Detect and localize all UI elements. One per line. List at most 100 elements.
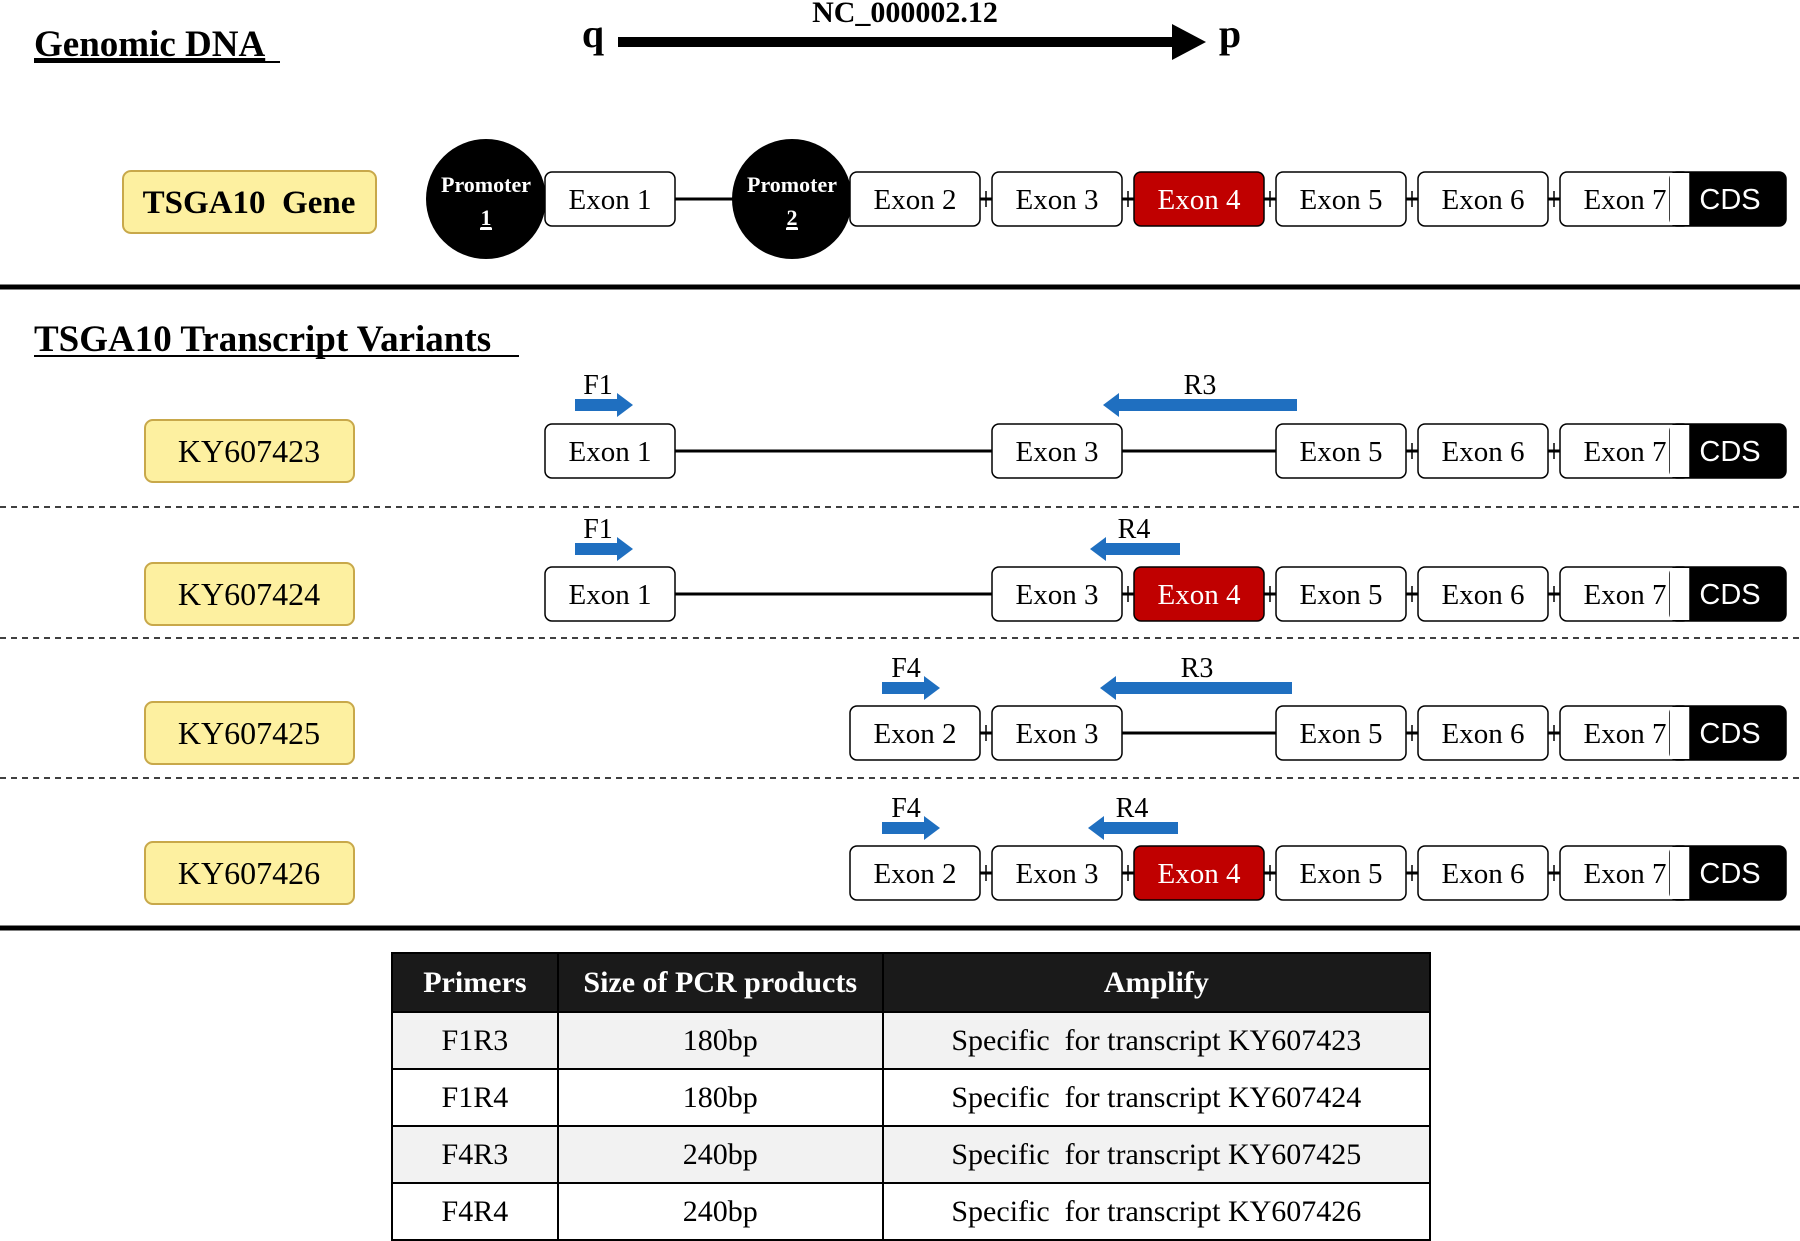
reverse-primer-arrow bbox=[1103, 393, 1297, 417]
exon-5-label: Exon 5 bbox=[1300, 858, 1383, 890]
variant-label-box bbox=[144, 701, 355, 765]
exon-5-label: Exon 5 bbox=[1300, 579, 1383, 611]
cds-joint bbox=[1670, 707, 1690, 759]
exon-4-label: Exon 4 bbox=[1158, 858, 1241, 890]
exon-7-label: Exon 7 bbox=[1584, 436, 1667, 468]
promoter-1-label: Promoter bbox=[441, 172, 531, 197]
exon-2-box bbox=[849, 845, 981, 901]
exon-3-label: Exon 3 bbox=[1016, 718, 1099, 750]
cell-amplify: Specific for transcript KY607424 bbox=[881, 1068, 1432, 1127]
cds-joint bbox=[1670, 425, 1690, 477]
forward-primer-arrow bbox=[882, 816, 940, 840]
forward-primer-label: F4 bbox=[891, 793, 921, 824]
header-primers: Primers bbox=[391, 952, 559, 1013]
header-size: Size of PCR products bbox=[556, 952, 884, 1013]
forward-primer-label: F1 bbox=[583, 514, 613, 545]
cell-size: 180bp bbox=[556, 1068, 884, 1127]
forward-primer-label: F1 bbox=[583, 370, 613, 401]
exon-6-label: Exon 6 bbox=[1442, 436, 1525, 468]
exon-6-label: Exon 6 bbox=[1442, 184, 1525, 216]
reverse-primer-arrow bbox=[1100, 676, 1292, 700]
cds-joint bbox=[1670, 568, 1690, 620]
strand-arrow-head bbox=[1172, 24, 1206, 60]
cds-joint bbox=[1670, 173, 1690, 225]
cell-size: 240bp bbox=[556, 1182, 884, 1241]
forward-primer-arrow bbox=[882, 676, 940, 700]
exon-3-box bbox=[991, 705, 1123, 761]
variant-label-box bbox=[144, 841, 355, 905]
primer-table: Primers Size of PCR products Amplify F1R… bbox=[391, 952, 1432, 1241]
variant-row-ky607425: KY607425 Exon 2 Exon 3 Exon 5 Exon 6 Exon 7 CD… bbox=[144, 653, 1787, 765]
cell-amplify: Specific for transcript KY607425 bbox=[881, 1125, 1432, 1184]
cds-label: CDS bbox=[1699, 718, 1760, 750]
table-row: F4R4 240bp Specific for transcript KY607… bbox=[391, 1182, 1432, 1241]
variant-row-ky607426: KY607426 Exon 2 Exon 3 Exon 4 Exon 5 Exon 6 Ex… bbox=[144, 793, 1787, 905]
exon-6-box bbox=[1417, 566, 1549, 622]
reverse-primer-label: R4 bbox=[1116, 793, 1149, 824]
reverse-primer-arrow bbox=[1090, 537, 1180, 561]
reverse-primer-arrow bbox=[1088, 816, 1178, 840]
exon-4-label: Exon 4 bbox=[1158, 184, 1241, 216]
forward-primer-arrow bbox=[575, 537, 633, 561]
cell-size: 180bp bbox=[556, 1011, 884, 1070]
exon-3-label: Exon 3 bbox=[1016, 858, 1099, 890]
exon-7-label: Exon 7 bbox=[1584, 718, 1667, 750]
variant-label-box bbox=[144, 419, 355, 483]
gene-label: TSGA10 Gene bbox=[143, 185, 356, 221]
exon-6-label: Exon 6 bbox=[1442, 579, 1525, 611]
cds-label: CDS bbox=[1699, 858, 1760, 890]
promoter-1-number: 1 bbox=[481, 205, 492, 230]
genomic-dna-title: Genomic DNA bbox=[34, 24, 265, 65]
exon-1-label: Exon 1 bbox=[569, 184, 652, 216]
exon-1-box bbox=[544, 423, 676, 479]
exon-7-label: Exon 7 bbox=[1584, 579, 1667, 611]
exon-6-box bbox=[1417, 171, 1549, 227]
exon-2-label: Exon 2 bbox=[874, 184, 957, 216]
promoter-2-circle bbox=[732, 139, 852, 259]
exon-5-box bbox=[1275, 705, 1407, 761]
exon-2-label: Exon 2 bbox=[874, 858, 957, 890]
exon-5-box bbox=[1275, 423, 1407, 479]
exon-4-box bbox=[1133, 171, 1265, 227]
exon-6-box bbox=[1417, 705, 1549, 761]
variants-title: TSGA10 Transcript Variants bbox=[34, 319, 491, 360]
exon-3-label: Exon 3 bbox=[1016, 436, 1099, 468]
exon-5-box bbox=[1275, 171, 1407, 227]
cds-label: CDS bbox=[1699, 579, 1760, 611]
exon-4-box bbox=[1133, 566, 1265, 622]
variant-label: KY607426 bbox=[178, 855, 320, 891]
exon-6-label: Exon 6 bbox=[1442, 858, 1525, 890]
exon-2-label: Exon 2 bbox=[874, 718, 957, 750]
variant-label: KY607425 bbox=[178, 715, 320, 751]
cell-size: 240bp bbox=[556, 1125, 884, 1184]
cell-amplify: Specific for transcript KY607423 bbox=[881, 1011, 1432, 1070]
strand-q-label: q bbox=[582, 11, 604, 56]
exon-5-label: Exon 5 bbox=[1300, 718, 1383, 750]
exon-5-box bbox=[1275, 845, 1407, 901]
exon-6-box bbox=[1417, 845, 1549, 901]
cds-joint bbox=[1670, 847, 1690, 899]
table-row: F1R4 180bp Specific for transcript KY607… bbox=[391, 1068, 1432, 1127]
exon-7-label: Exon 7 bbox=[1584, 858, 1667, 890]
exon-3-box bbox=[991, 423, 1123, 479]
cell-primer: F4R4 bbox=[391, 1182, 559, 1241]
exon-1-label: Exon 1 bbox=[569, 436, 652, 468]
accession-label: NC_000002.12 bbox=[812, 0, 998, 29]
cell-amplify: Specific for transcript KY607426 bbox=[881, 1182, 1432, 1241]
exon-2-box bbox=[849, 705, 981, 761]
cds-label: CDS bbox=[1699, 184, 1760, 216]
header-amplify: Amplify bbox=[881, 952, 1432, 1013]
gene-label-box bbox=[122, 170, 377, 234]
exon-5-label: Exon 5 bbox=[1300, 184, 1383, 216]
exon-6-label: Exon 6 bbox=[1442, 718, 1525, 750]
exon-6-box bbox=[1417, 423, 1549, 479]
exon-7-label: Exon 7 bbox=[1584, 184, 1667, 216]
promoter-2-label: Promoter bbox=[747, 172, 837, 197]
exon-5-box bbox=[1275, 566, 1407, 622]
exon-1-box bbox=[544, 566, 676, 622]
exon-4-label: Exon 4 bbox=[1158, 579, 1241, 611]
variant-label-box bbox=[144, 562, 355, 626]
